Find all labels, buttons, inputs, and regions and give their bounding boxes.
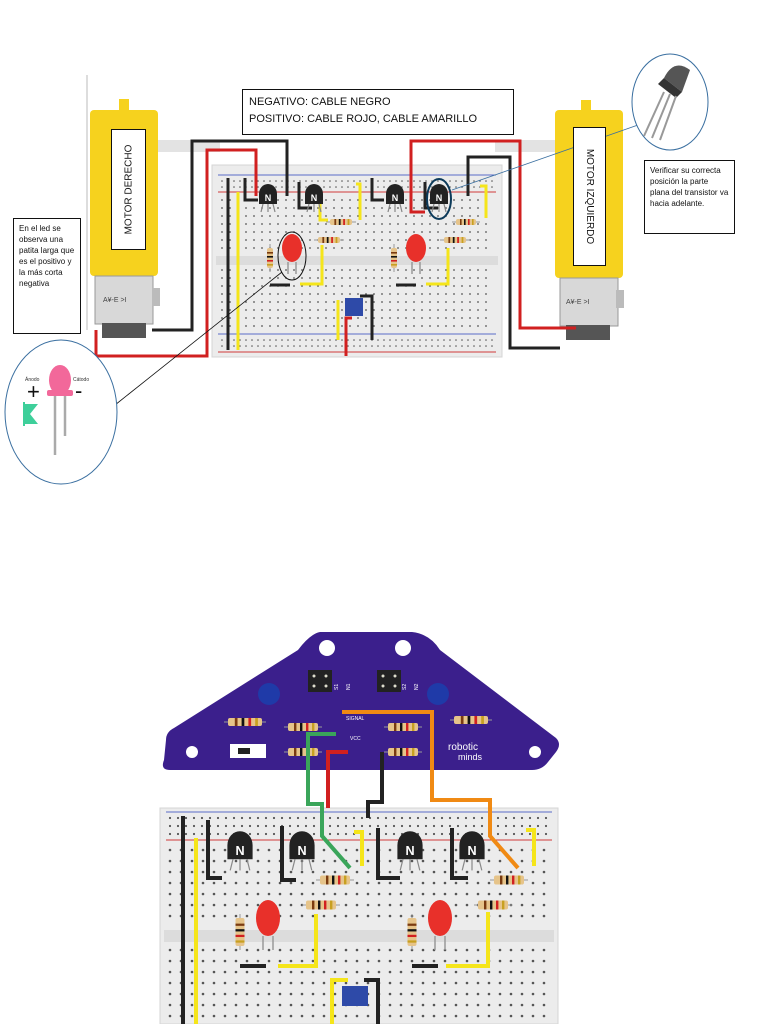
led-inset [4, 339, 118, 485]
resistor [474, 900, 512, 910]
callout-line-led [114, 271, 283, 406]
svg-text:minds: minds [458, 752, 483, 762]
transistor-note: Verificar su correcta posición la parte … [644, 160, 735, 234]
power-connector-bottom [342, 986, 368, 1006]
svg-text:N: N [436, 193, 443, 203]
led-note: En el led se observa una patita larga qu… [13, 218, 81, 334]
npn-transistor: N [386, 184, 404, 213]
power-connector [345, 298, 363, 316]
anode-label: Ánodo [25, 377, 40, 383]
npn-transistor: N [430, 184, 448, 213]
resistor [384, 748, 422, 756]
led-highlight [277, 231, 307, 281]
polarity-note-line2: POSITIVO: CABLE ROJO, CABLE AMARILLO [249, 113, 478, 125]
svg-text:VCC: VCC [350, 736, 361, 742]
resistor [316, 875, 354, 885]
plus-sign: + [27, 379, 40, 404]
svg-text:S1: S1 [334, 684, 340, 690]
svg-text:N: N [467, 844, 476, 858]
breadboard-wires-top [226, 178, 488, 356]
resistor [407, 914, 417, 950]
resistors-bottom [235, 875, 528, 950]
minus-sign: - [75, 378, 83, 403]
svg-text:N1: N1 [346, 683, 352, 690]
npn-transistor: N [397, 831, 423, 871]
npn-transistor: N [259, 184, 277, 213]
transistor-highlight [426, 178, 452, 220]
cathode-label: Cátodo [73, 377, 90, 383]
resistor [284, 723, 322, 731]
resistor [302, 900, 340, 910]
resistor [284, 748, 322, 756]
svg-text:SIGNAL: SIGNAL [346, 716, 365, 722]
resistor [450, 716, 492, 724]
svg-text:S2: S2 [402, 684, 408, 690]
resistor [235, 914, 245, 950]
callout-line-transistor [451, 124, 639, 191]
svg-text:N: N [297, 844, 306, 858]
npn-transistor: N [459, 831, 485, 871]
svg-text:N: N [405, 844, 414, 858]
resistors-top [267, 219, 480, 272]
resistor [384, 723, 422, 731]
motor-left-label: MOTOR DERECHO [111, 129, 146, 250]
led-top-right [406, 234, 426, 274]
resistor [314, 237, 344, 243]
led-bottom-right [428, 900, 452, 950]
resistor [326, 219, 356, 225]
breadboard-wires-bottom [181, 710, 536, 1024]
motor-wires [94, 139, 576, 358]
led-top-left [282, 234, 302, 274]
resistor [440, 237, 470, 243]
transistor-inset [631, 53, 709, 151]
resistor [224, 718, 266, 726]
motor-right-label: MOTOR IZQUIERDO [573, 127, 606, 266]
svg-text:N: N [311, 193, 318, 203]
circuit-diagram-top: A¥-E >I A¥-E >I N N N N [4, 53, 709, 485]
svg-text:A¥-E >I: A¥-E >I [566, 299, 590, 306]
svg-text:N2: N2 [414, 683, 420, 690]
svg-text:N: N [235, 844, 244, 858]
npn-transistor: N [289, 831, 315, 871]
svg-text:A¥-E >I: A¥-E >I [103, 297, 127, 304]
svg-text:N: N [265, 193, 272, 203]
resistor [267, 244, 273, 272]
svg-text:N: N [392, 193, 399, 203]
resistor [391, 244, 397, 272]
resistor [452, 219, 480, 225]
npn-transistor: N [227, 831, 253, 871]
svg-text:robotic: robotic [448, 742, 478, 753]
npn-transistor: N [305, 184, 323, 213]
sensor-board: S1 N1 S2 N2 SIGNAL VCC robotic minds [162, 632, 559, 770]
resistor [490, 875, 528, 885]
led-bottom-left [256, 900, 280, 950]
polarity-note: NEGATIVO: CABLE NEGRO POSITIVO: CABLE RO… [242, 89, 514, 135]
polarity-note-line1: NEGATIVO: CABLE NEGRO [249, 96, 391, 108]
